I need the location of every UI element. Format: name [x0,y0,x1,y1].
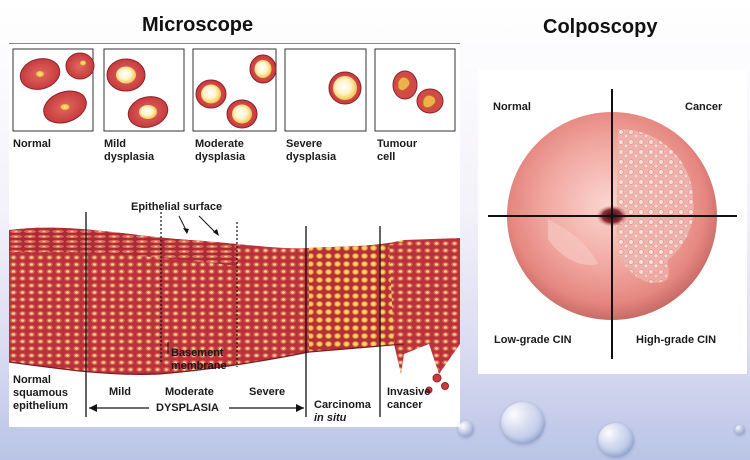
label-normal-cell: Normal [13,138,51,151]
cell-box-tumour [375,49,455,131]
microscope-diagram [9,44,460,427]
colposcopy-diagram [478,69,747,374]
label-mild: Mild [109,386,131,399]
bubble-decoration [501,402,545,444]
label-dysplasia: DYSPLASIA [156,402,219,415]
epithelium-tissue [9,228,460,393]
label-moderate: Moderate [165,386,214,399]
microscope-title: Microscope [142,14,253,37]
label-colpo-cancer: Cancer [685,101,722,114]
label-moderate-dysplasia: Moderate dysplasia [195,138,245,164]
bubble-decoration [458,421,474,437]
label-low-grade-cin: Low-grade CIN [494,334,572,347]
label-tumour-cell: Tumour cell [377,138,417,164]
label-colpo-normal: Normal [493,101,531,114]
label-basement-membrane: Basement membrane [171,347,227,373]
microscope-panel: Normal Mild dysplasia Moderate dysplasia… [9,43,460,427]
cell-box-normal [13,49,94,131]
label-mild-dysplasia: Mild dysplasia [104,138,154,164]
bubble-decoration [598,423,634,457]
colposcopy-panel: Normal Cancer Low-grade CIN High-grade C… [478,69,747,374]
cell-box-mild [104,49,184,132]
colposcopy-title: Colposcopy [543,16,657,39]
label-severe: Severe [249,386,285,399]
cell-box-severe [285,49,366,131]
label-severe-dysplasia: Severe dysplasia [286,138,336,164]
label-invasive-cancer: Invasive cancer [387,386,430,412]
label-high-grade-cin: High-grade CIN [636,334,716,347]
label-epithelial-surface: Epithelial surface [131,201,222,214]
cell-box-moderate [193,49,276,131]
bubble-decoration [735,425,745,435]
label-normal-epithelium: Normal squamous epithelium [13,374,68,413]
